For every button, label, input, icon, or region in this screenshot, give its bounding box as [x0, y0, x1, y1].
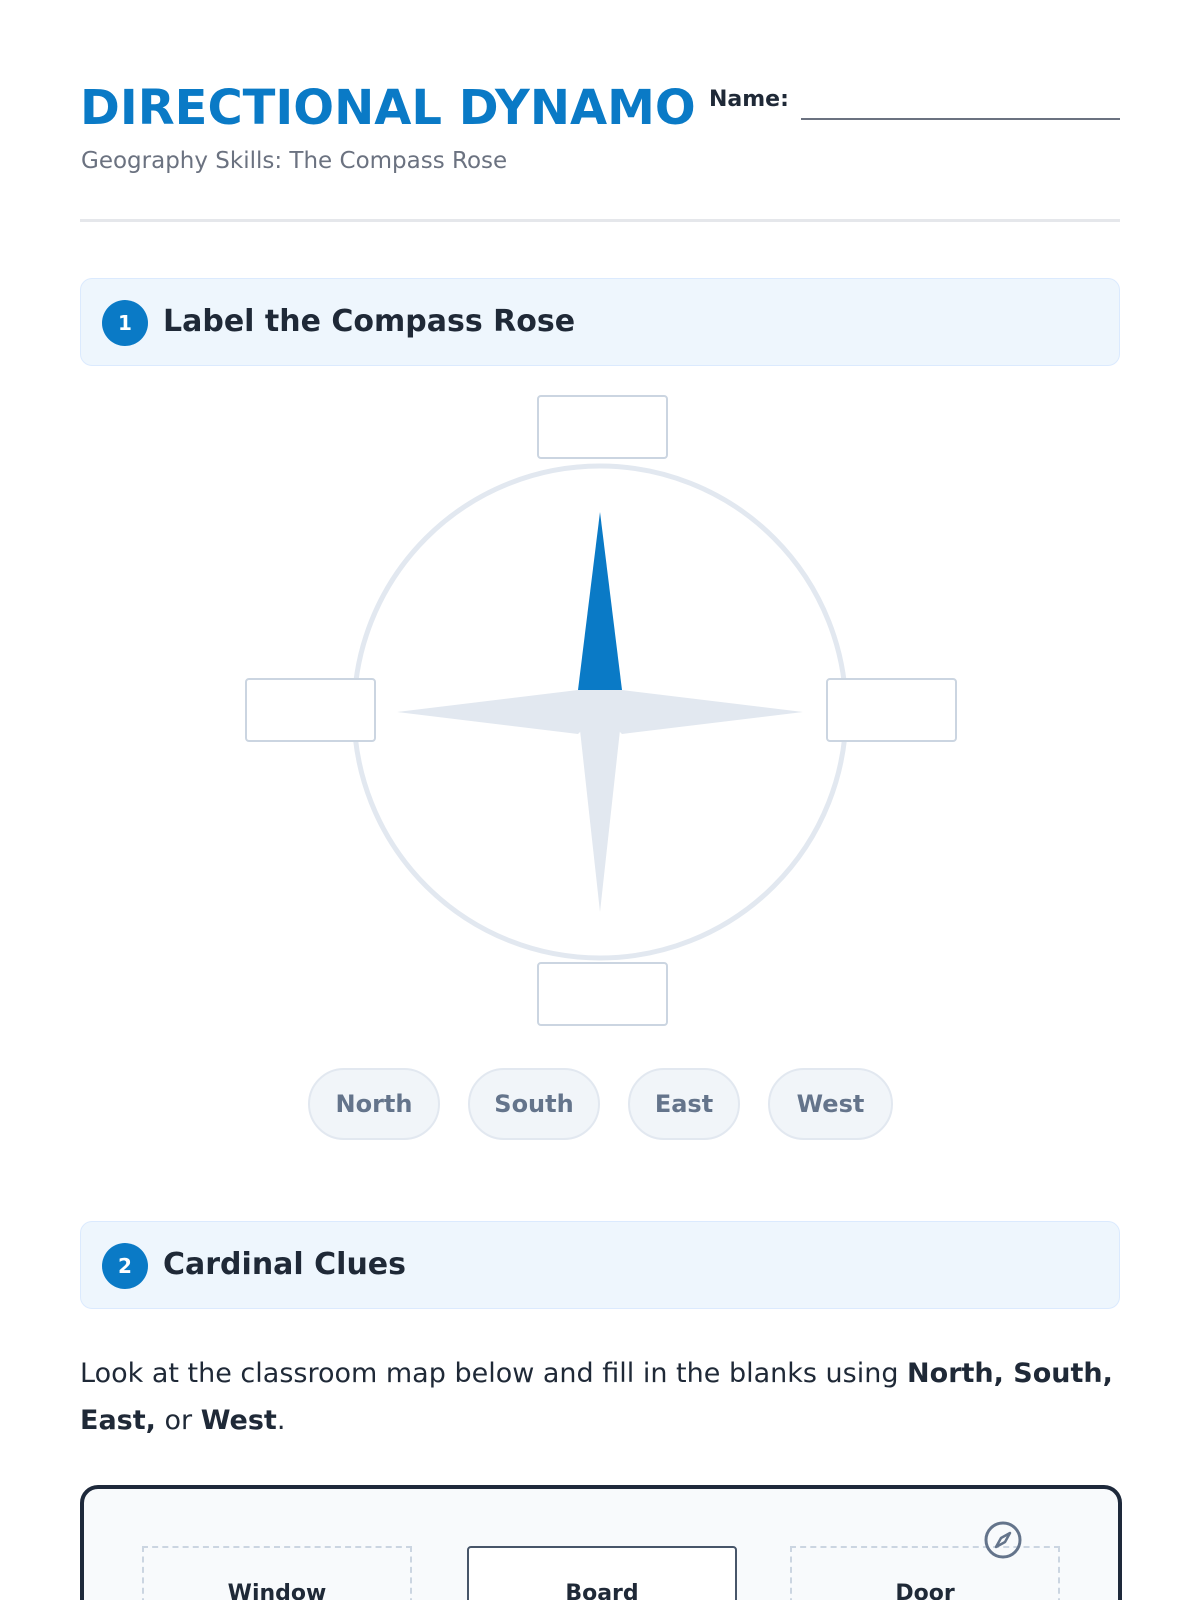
word-bank-east[interactable]: East — [628, 1068, 740, 1140]
name-field[interactable] — [801, 118, 1120, 120]
west-point — [397, 690, 600, 712]
section-1-number: 1 — [102, 300, 148, 346]
section-2-header: 2 Cardinal Clues — [80, 1221, 1120, 1309]
worksheet-subtitle: Geography Skills: The Compass Rose — [81, 148, 508, 174]
east-point-lower — [600, 712, 803, 734]
map-door: Door — [790, 1546, 1060, 1600]
section-2-title: Cardinal Clues — [163, 1247, 407, 1282]
instructions-text: Look at the classroom map below and fill… — [80, 1350, 1120, 1444]
worksheet-title: DIRECTIONAL DYNAMO — [80, 80, 696, 136]
instructions-connector: or — [155, 1405, 201, 1436]
west-label-box[interactable] — [245, 678, 376, 742]
map-board: Board — [467, 1546, 737, 1600]
map-window: Window — [142, 1546, 412, 1600]
classroom-map: Window Board Door — [80, 1485, 1122, 1600]
section-2-number: 2 — [102, 1243, 148, 1289]
east-label-box[interactable] — [826, 678, 957, 742]
compass-rose — [351, 463, 849, 961]
instructions-bold-west: West — [200, 1405, 277, 1436]
word-bank-north[interactable]: North — [308, 1068, 440, 1140]
north-label-box[interactable] — [537, 395, 668, 459]
word-bank-west[interactable]: West — [768, 1068, 893, 1140]
west-point-lower — [397, 712, 600, 734]
header-divider — [80, 219, 1120, 222]
instructions-bold-north-south: North, South, — [907, 1358, 1113, 1389]
section-1-title: Label the Compass Rose — [163, 304, 576, 339]
instructions-bold-east: East, — [80, 1405, 156, 1436]
instructions-lead: Look at the classroom map below and fill… — [80, 1358, 908, 1389]
compass-icon — [984, 1521, 1022, 1559]
east-point — [600, 690, 803, 712]
instructions-end: . — [276, 1405, 286, 1436]
word-bank-south[interactable]: South — [468, 1068, 600, 1140]
north-point — [578, 512, 622, 690]
south-point — [578, 712, 622, 912]
name-label: Name: — [709, 87, 789, 112]
south-label-box[interactable] — [537, 962, 668, 1026]
compass-center — [578, 690, 622, 712]
section-1-header: 1 Label the Compass Rose — [80, 278, 1120, 366]
